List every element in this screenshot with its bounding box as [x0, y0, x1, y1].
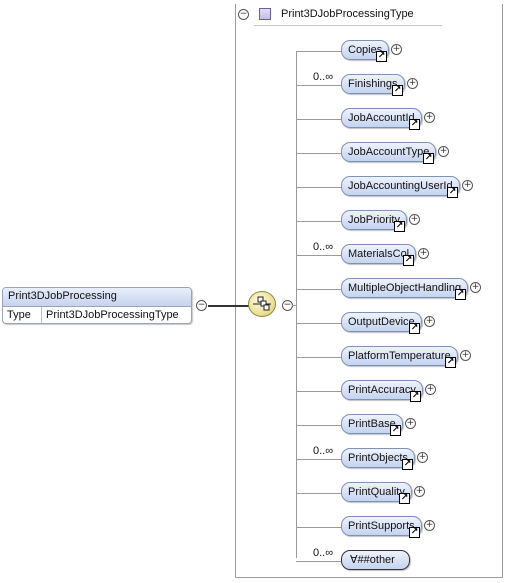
reference-arrow-icon: ↗	[394, 221, 405, 232]
child-element-printquality[interactable]: PrintQuality	[341, 482, 412, 502]
child-element-label: Finishings	[348, 78, 398, 90]
occurrence-label: 0..∞	[313, 71, 334, 83]
child-connector	[296, 357, 341, 358]
complex-type-frame	[235, 3, 503, 578]
child-element-label: OutputDevice	[348, 316, 415, 328]
reference-arrow-icon: ↗	[410, 391, 421, 402]
child-element-label: PrintQuality	[348, 486, 405, 498]
frame-top-gap	[235, 3, 503, 4]
root-element-box[interactable]: Print3DJobProcessing Type Print3DJobProc…	[2, 287, 192, 324]
child-element-platformtemperature[interactable]: PlatformTemperature	[341, 346, 458, 366]
reference-arrow-icon: ↗	[402, 459, 413, 470]
child-connector	[296, 493, 341, 494]
child-element-jobaccountinguserid[interactable]: JobAccountingUserId	[341, 176, 460, 196]
expand-icon[interactable]: +	[414, 486, 425, 497]
expand-icon[interactable]: +	[424, 316, 435, 327]
expand-icon[interactable]: +	[391, 44, 402, 55]
child-element-label: PlatformTemperature	[348, 350, 451, 362]
child-element-finishings[interactable]: Finishings	[341, 74, 405, 94]
child-element-printobjects[interactable]: PrintObjects	[341, 448, 415, 468]
child-element-jobaccountid[interactable]: JobAccountId	[341, 108, 422, 128]
child-element-label: JobPriority	[348, 214, 400, 226]
expand-icon[interactable]: +	[462, 180, 473, 191]
child-element-label: MaterialsCol	[348, 248, 410, 260]
child-connector	[296, 255, 341, 256]
root-type-label: Type	[7, 309, 31, 321]
child-element-label: JobAccountingUserId	[348, 180, 453, 192]
child-connector	[296, 221, 341, 222]
expand-icon[interactable]: +	[418, 248, 429, 259]
child-element-label: JobAccountId	[348, 112, 415, 124]
root-type-divider	[41, 307, 42, 323]
sequence-to-spine	[292, 305, 297, 306]
complex-type-icon	[259, 8, 271, 20]
child-element-printsupports[interactable]: PrintSupports	[341, 516, 422, 536]
root-type-value: Print3DJobProcessingType	[46, 309, 179, 321]
expand-icon[interactable]: +	[407, 78, 418, 89]
reference-arrow-icon: ↗	[423, 153, 434, 164]
reference-arrow-icon: ↗	[409, 323, 420, 334]
child-element-label: Copies	[348, 44, 383, 56]
sequence-compositor[interactable]	[248, 291, 276, 317]
child-connector	[296, 391, 341, 392]
collapse-type-icon[interactable]: −	[238, 9, 249, 20]
expand-icon[interactable]: +	[417, 452, 428, 463]
occurrence-label: 0..∞	[313, 547, 334, 559]
occurrence-label: 0..∞	[313, 445, 334, 457]
any-connector	[296, 561, 341, 562]
child-element-multipleobjecthandling[interactable]: MultipleObjectHandling	[341, 278, 469, 298]
child-element-label: PrintBase	[348, 418, 396, 430]
occurrence-label: 0..∞	[313, 241, 334, 253]
child-element-outputdevice[interactable]: OutputDevice	[341, 312, 422, 332]
child-element-label: PrintObjects	[348, 452, 408, 464]
child-connector	[296, 85, 341, 86]
root-connector	[208, 305, 249, 307]
expand-icon[interactable]: +	[409, 214, 420, 225]
complex-type-name: Print3DJobProcessingType	[281, 8, 414, 20]
expand-icon[interactable]: +	[405, 418, 416, 429]
expand-icon[interactable]: +	[424, 112, 435, 123]
child-element-printaccuracy[interactable]: PrintAccuracy	[341, 380, 423, 400]
collapse-root-icon[interactable]: −	[196, 300, 207, 311]
reference-arrow-icon: ↗	[392, 85, 403, 96]
reference-arrow-icon: ↗	[409, 119, 420, 130]
namespace-wildcard-icon: ∀	[350, 553, 358, 566]
reference-arrow-icon: ↗	[409, 527, 420, 538]
child-connector	[296, 153, 341, 154]
reference-arrow-icon: ↗	[390, 425, 401, 436]
reference-arrow-icon: ↗	[376, 51, 387, 62]
reference-arrow-icon: ↗	[447, 187, 458, 198]
child-element-jobpriority[interactable]: JobPriority	[341, 210, 407, 230]
child-element-label: MultipleObjectHandling	[348, 282, 462, 294]
reference-arrow-icon: ↗	[455, 289, 466, 300]
child-connector	[296, 323, 341, 324]
expand-icon[interactable]: +	[470, 282, 481, 293]
child-connector	[296, 289, 341, 290]
child-connector	[296, 527, 341, 528]
reference-arrow-icon: ↗	[445, 357, 456, 368]
child-connector	[296, 51, 341, 52]
any-element-label: ##other	[357, 554, 395, 566]
child-element-materialscol[interactable]: MaterialsCol	[341, 244, 417, 264]
child-element-printbase[interactable]: PrintBase	[341, 414, 403, 434]
reference-arrow-icon: ↗	[399, 493, 410, 504]
any-element-wildcard[interactable]: ∀##other	[341, 550, 410, 570]
root-element-name: Print3DJobProcessing	[8, 290, 117, 302]
child-connector	[296, 119, 341, 120]
expand-icon[interactable]: +	[424, 520, 435, 531]
root-element-header	[3, 288, 191, 307]
child-connector	[296, 187, 341, 188]
expand-icon[interactable]: +	[460, 350, 471, 361]
child-element-jobaccounttype[interactable]: JobAccountType	[341, 142, 437, 162]
child-element-label: PrintAccuracy	[348, 384, 416, 396]
reference-arrow-icon: ↗	[403, 255, 414, 266]
child-connector	[296, 425, 341, 426]
sequence-icon	[253, 296, 271, 311]
child-connector	[296, 459, 341, 460]
expand-icon[interactable]: +	[425, 384, 436, 395]
expand-icon[interactable]: +	[438, 146, 449, 157]
child-element-label: JobAccountType	[348, 146, 430, 158]
child-element-label: PrintSupports	[348, 520, 415, 532]
type-header-divider	[254, 25, 442, 26]
